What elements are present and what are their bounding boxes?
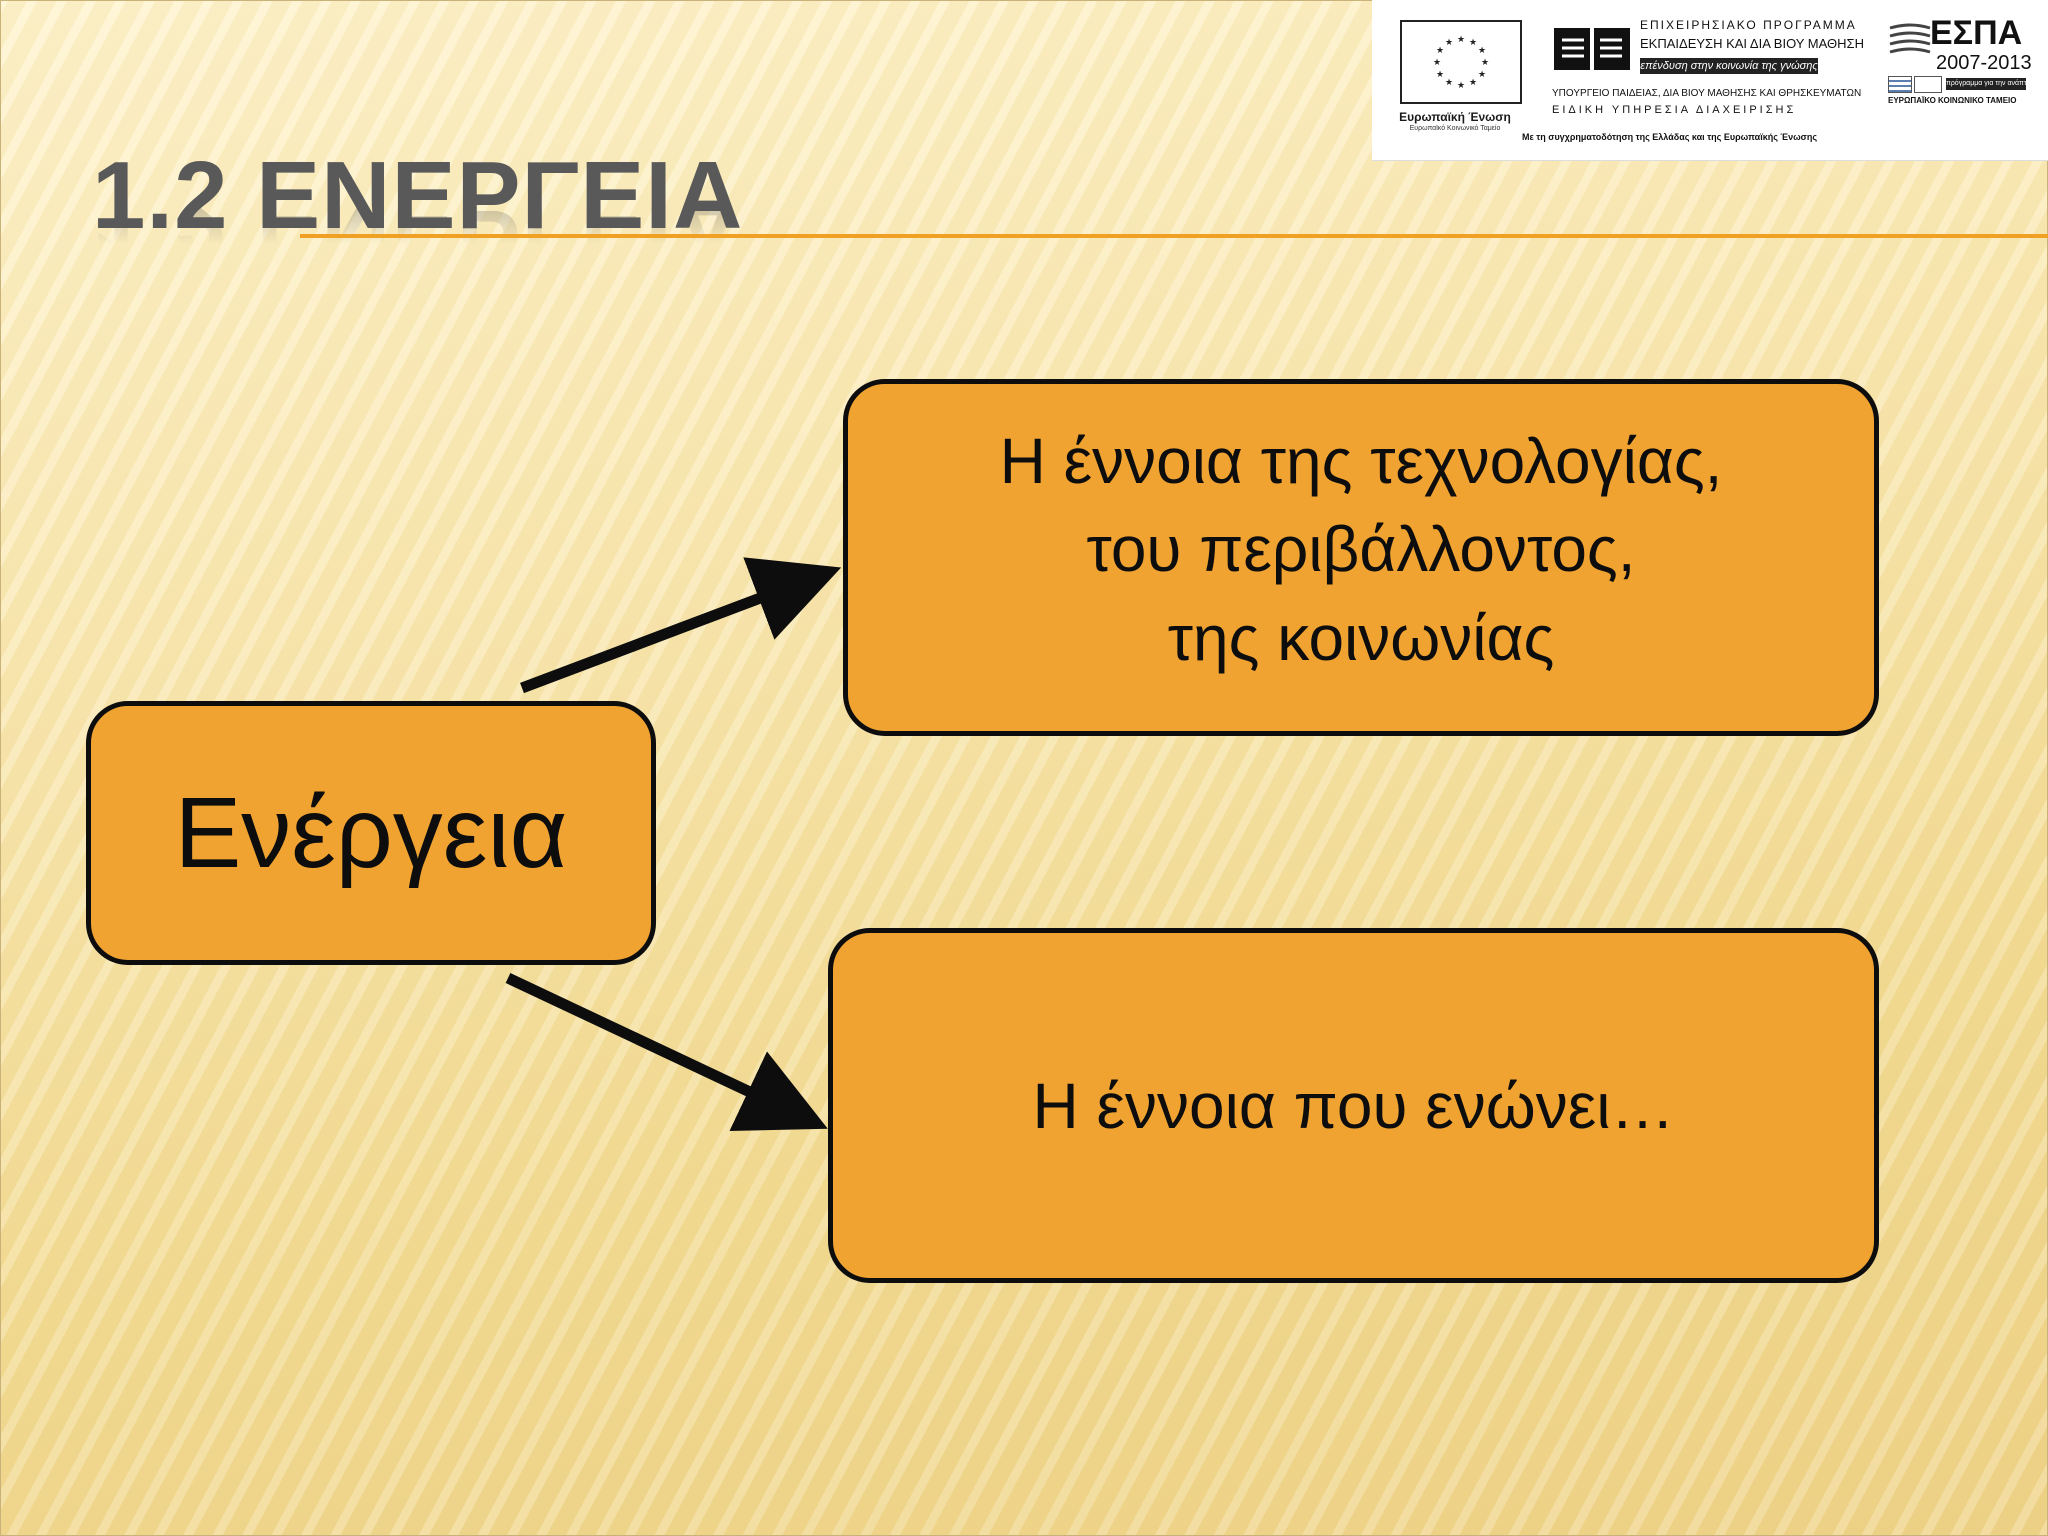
eu-flag-icon: ★★★ ★★★ ★★★ ★★★ [1400, 20, 1522, 104]
eu-sub-label: Ευρωπαϊκό Κοινωνικό Ταμείο [1409, 125, 1501, 132]
cofunding-note: Με τη συγχρηματοδότηση της Ελλάδας και τ… [1522, 132, 1818, 142]
ministry-label: ΥΠΟΥΡΓΕΙΟ ΠΑΙΔΕΙΑΣ, ΔΙΑ ΒΙΟΥ ΜΑΘΗΣΗΣ ΚΑΙ… [1552, 88, 1862, 99]
arrow-to-top-box [520, 557, 842, 694]
svg-text:★: ★ [1481, 58, 1489, 68]
svg-text:★: ★ [1469, 78, 1477, 88]
concept-line-1: Η έννοια της τεχνολογίας, [999, 425, 1723, 498]
svg-text:★: ★ [1445, 38, 1453, 48]
svg-text:★: ★ [1469, 38, 1477, 48]
concept-node-lines: Η έννοια της τεχνολογίας, του περιβάλλον… [1000, 417, 1723, 682]
eu-small-flag-icon [1914, 76, 1942, 93]
svg-text:★: ★ [1445, 78, 1453, 88]
concept-node-unifying: Η έννοια που ενώνει… [828, 928, 1879, 1283]
espa-years: 2007-2013 [1936, 52, 2032, 74]
espa-title: ΕΣΠΑ [1930, 14, 2023, 52]
espa-badge: πρόγραμμα για την ανάπτυξη [1946, 78, 2038, 90]
esf-label: ΕΥΡΩΠΑΪΚΟ ΚΟΙΝΩΝΙΚΟ ΤΑΜΕΙΟ [1888, 96, 2017, 105]
source-node-label: Ενέργεια [174, 776, 568, 889]
logo-banner: ★★★ ★★★ ★★★ ★★★ Ευρωπαϊκή Ένωση Ευρωπαϊκ… [1372, 0, 2048, 161]
svg-text:★: ★ [1436, 70, 1444, 80]
eu-label: Ευρωπαϊκή Ένωση [1399, 110, 1511, 124]
svg-text:★: ★ [1478, 46, 1486, 56]
title-underline [300, 234, 2048, 238]
concept-node-unifying-label: Η έννοια που ενώνει… [1032, 1069, 1675, 1142]
arrow-to-bottom-box [505, 973, 828, 1132]
programme-title: ΕΠΙΧΕΙΡΗΣΙΑΚΟ ΠΡΟΓΡΑΜΜΑ [1640, 18, 1857, 32]
open-book-icon [1554, 28, 1630, 70]
svg-text:★: ★ [1457, 35, 1465, 45]
svg-text:★: ★ [1478, 70, 1486, 80]
management-label: ΕΙΔΙΚΗ ΥΠΗΡΕΣΙΑ ΔΙΑΧΕΙΡΙΣΗΣ [1552, 104, 1797, 116]
slide-title: 1.2 ΕΝΕΡΓΕΙΑ [92, 142, 744, 249]
greek-flag-icon [1888, 76, 1912, 93]
espa-lines-icon [1889, 23, 1931, 54]
svg-text:★: ★ [1433, 58, 1441, 68]
programme-name: ΕΚΠΑΙΔΕΥΣΗ ΚΑΙ ΔΙΑ ΒΙΟΥ ΜΑΘΗΣΗ [1640, 36, 1864, 51]
concept-line-3: της κοινωνίας [1167, 601, 1555, 674]
source-node-energy: Ενέργεια [86, 701, 656, 965]
svg-text:★: ★ [1436, 46, 1444, 56]
svg-text:★: ★ [1457, 81, 1465, 91]
concept-line-2: του περιβάλλοντος, [1086, 513, 1636, 586]
concept-node-technology: Η έννοια της τεχνολογίας, του περιβάλλον… [843, 379, 1879, 736]
programme-slogan: επένδυση στην κοινωνία της γνώσης [1640, 58, 1818, 74]
